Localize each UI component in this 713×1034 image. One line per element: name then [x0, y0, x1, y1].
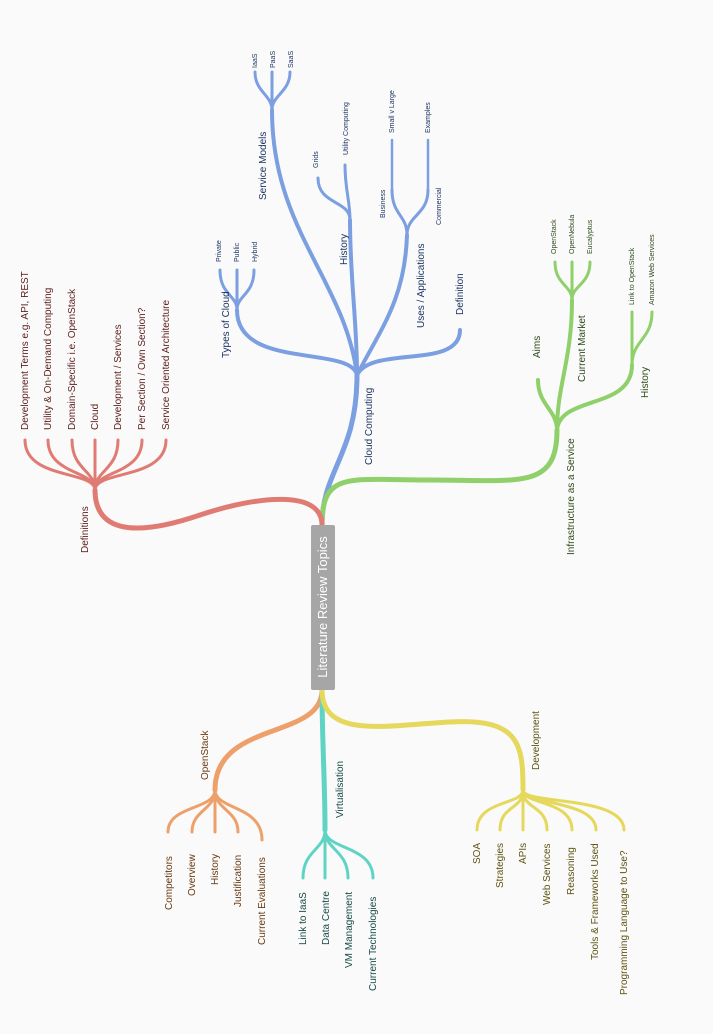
- cloud-computing-branch: [218, 70, 462, 528]
- iaas-history-label: History: [640, 367, 651, 398]
- openstack-item-3: History: [210, 854, 221, 885]
- market-openstack-line: [553, 260, 574, 302]
- development-item-6: Tools & Frameworks Used: [590, 843, 601, 960]
- uses-business-label: Business: [380, 189, 387, 218]
- iaas-history-connector: [555, 363, 634, 432]
- definitions-item-4: Cloud: [90, 404, 101, 430]
- service-model-saas-line: [270, 70, 292, 112]
- virtualisation-item-4: Current Technologies: [368, 897, 379, 991]
- openstack-item-5: Current Evaluations: [257, 857, 268, 945]
- history-link-openstack-label: Link to OpenStack: [629, 247, 636, 305]
- definitions-branch: [23, 438, 325, 531]
- development-item-5: Reasoning: [566, 847, 577, 895]
- root-node-box[interactable]: [311, 525, 335, 690]
- iaas-label: Infrastructure as a Service: [566, 438, 577, 555]
- type-hybrid-line: [235, 268, 256, 312]
- openstack-item-1: Competitors: [164, 856, 175, 910]
- market-eucalyptus-line: [570, 260, 592, 302]
- uses-applications-label: Uses / Applications: [416, 244, 427, 329]
- service-models-label: Service Models: [258, 132, 269, 200]
- market-opennebula-label: OpenNebula: [569, 215, 576, 254]
- virt-child-1-line: [301, 828, 327, 880]
- history-utility-label: Utility Computing: [343, 102, 350, 155]
- iaas-main-connector: [319, 427, 560, 528]
- uses-commercial-label: Commercial: [436, 187, 443, 225]
- cloud-main-connector: [319, 372, 360, 528]
- service-model-paas-label: PaaS: [270, 51, 277, 68]
- development-main-connector: [319, 687, 526, 793]
- iaas-aims-label: Aims: [532, 336, 543, 358]
- types-connector: [235, 308, 359, 377]
- uses-commercial-line: [405, 188, 430, 237]
- os-child-5-line: [213, 788, 264, 842]
- virtualisation-main-connector: [319, 687, 328, 833]
- root-node[interactable]: Literature Review Topics: [311, 525, 335, 690]
- service-models-connector: [270, 108, 359, 377]
- history-aws-line: [630, 310, 654, 367]
- commercial-examples-label: Examples: [425, 102, 432, 133]
- business-small-large-label: Small v Large: [389, 90, 396, 133]
- definitions-main-connector: [92, 487, 325, 531]
- definitions-item-6: Per Section / Own Section?: [137, 307, 148, 430]
- definitions-item-1: Development Terms e.g. API, REST: [20, 271, 31, 430]
- type-hybrid-label: Hybrid: [252, 242, 259, 262]
- openstack-item-4: Justification: [233, 855, 244, 907]
- type-public-label: Public: [234, 242, 241, 262]
- iaas-branch: [319, 260, 654, 528]
- virtualisation-item-3: VM Management: [344, 892, 355, 968]
- development-item-2: Strategies: [495, 843, 506, 888]
- service-model-saas-label: SaaS: [288, 51, 295, 68]
- virt-child-4-line: [323, 828, 375, 880]
- type-private-label: Private: [216, 240, 223, 262]
- service-model-iaas-line: [253, 70, 274, 112]
- history-utility-line: [343, 163, 352, 222]
- types-of-cloud-label: Types of Cloud: [221, 291, 232, 358]
- uses-business-line: [390, 188, 409, 237]
- development-item-7: Programming Language to Use?: [619, 850, 630, 995]
- development-item-3: APIs: [518, 843, 529, 864]
- cloud-computing-label: Cloud Computing: [364, 388, 375, 465]
- uses-connector: [355, 233, 409, 377]
- definition-connector: [355, 328, 462, 377]
- development-branch: [319, 687, 626, 832]
- virtualisation-branch: [301, 687, 375, 880]
- iaas-aims-connector: [536, 378, 559, 432]
- definitions-item-2: Utility & On-Demand Computing: [43, 288, 54, 430]
- root-node-label: Literature Review Topics: [315, 536, 330, 678]
- iaas-market-connector: [555, 298, 574, 432]
- dev-child-7-line: [521, 788, 626, 832]
- cloud-history-label: History: [339, 234, 350, 265]
- iaas-current-market-label: Current Market: [577, 315, 588, 382]
- openstack-label: OpenStack: [200, 730, 211, 780]
- development-label: Development: [531, 711, 542, 770]
- definition-label: Definition: [455, 273, 466, 315]
- openstack-branch: [166, 687, 325, 842]
- history-grids-label: Grids: [313, 151, 320, 168]
- definitions-item-3: Domain-Specific i.e. OpenStack: [67, 288, 78, 430]
- openstack-item-2: Overview: [187, 854, 198, 896]
- definitions-item-7: Service Oriented Architecture: [161, 300, 172, 430]
- market-eucalyptus-label: Eucalyptus: [587, 219, 594, 254]
- virtualisation-item-1: Link to IaaS: [298, 892, 309, 945]
- definitions-item-5: Development / Services: [113, 324, 124, 430]
- openstack-main-connector: [212, 687, 325, 793]
- definitions-label: Definitions: [80, 506, 91, 553]
- development-item-4: Web Services: [542, 843, 553, 905]
- virtualisation-item-2: Data Centre: [321, 891, 332, 945]
- def-child-7-line: [93, 438, 168, 492]
- service-model-iaas-label: IaaS: [252, 53, 259, 68]
- virtualisation-label: Virtualisation: [335, 761, 346, 818]
- market-openstack-label: OpenStack: [551, 219, 558, 254]
- cloud-history-connector: [348, 218, 359, 377]
- history-aws-label: Amazon Web Services: [649, 234, 656, 305]
- development-item-1: SOA: [472, 843, 483, 864]
